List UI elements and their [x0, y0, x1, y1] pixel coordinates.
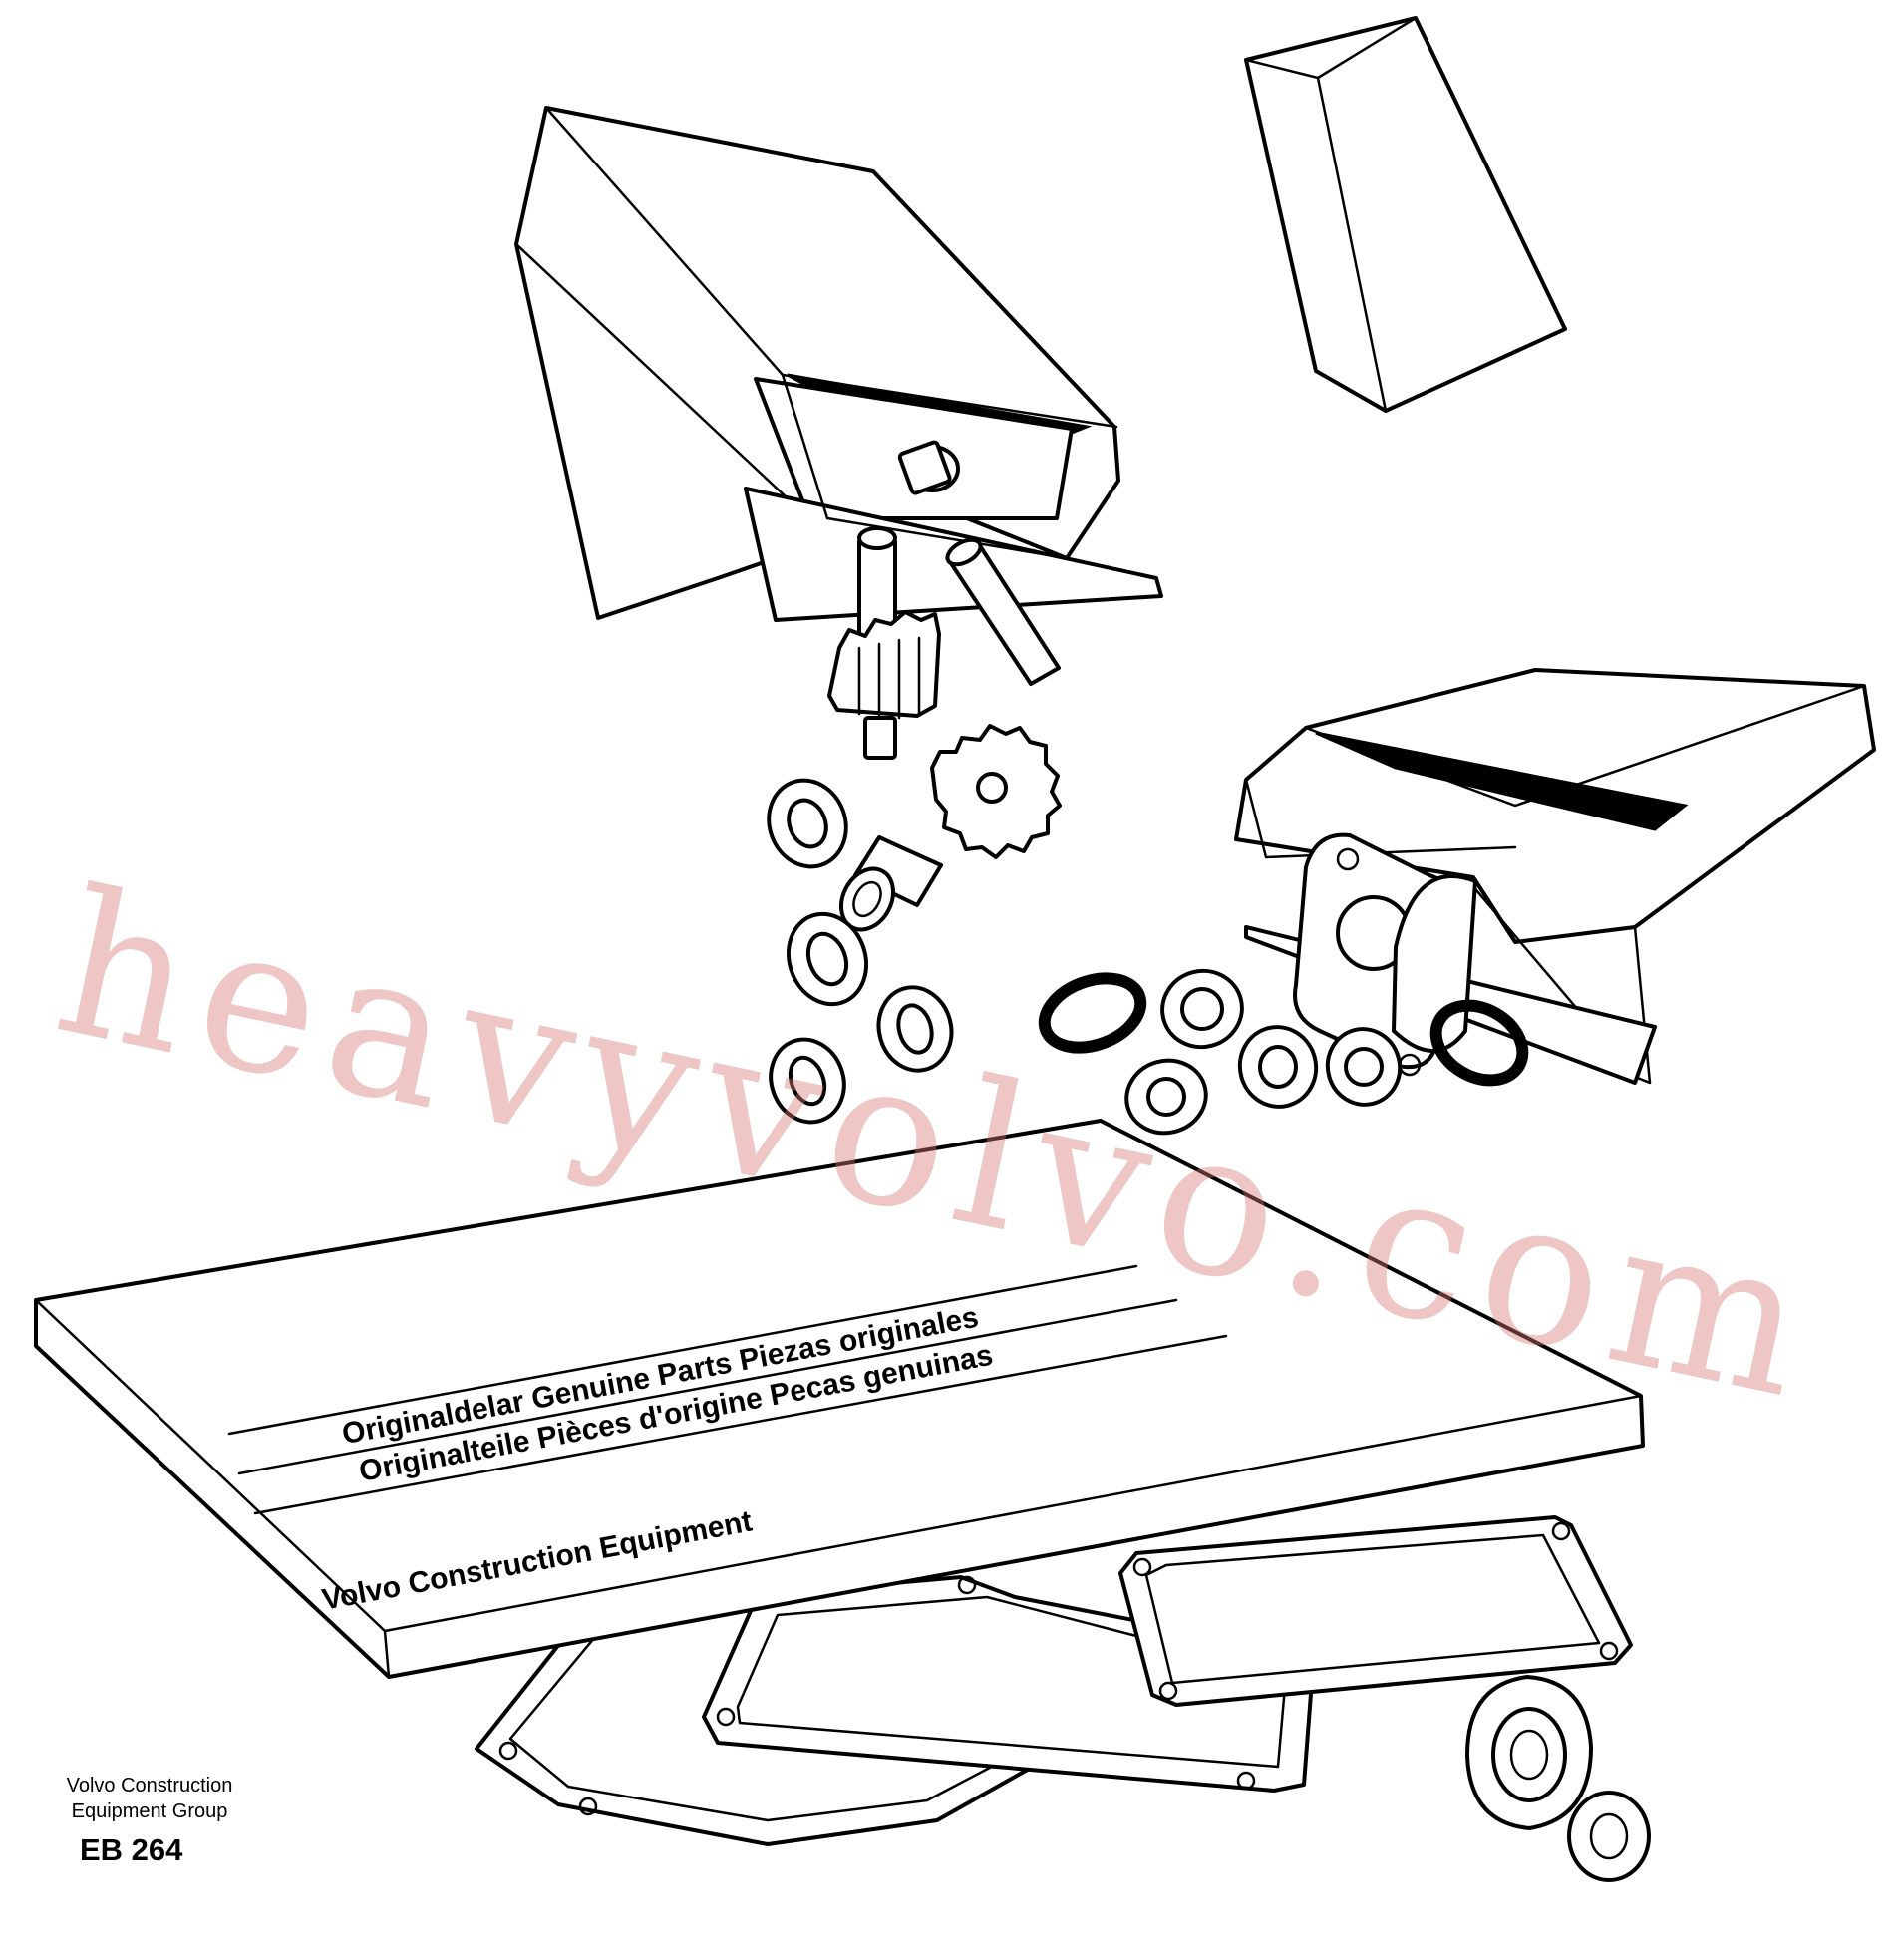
- bearings: [1465, 1675, 1651, 1882]
- seal-rings-right: [1124, 968, 1403, 1136]
- footer-caption: Volvo Construction Equipment Group EB 26…: [40, 1773, 259, 1868]
- company-name-line2: Equipment Group: [71, 1800, 228, 1822]
- gasket-frame-right: [1118, 1515, 1633, 1707]
- genuine-parts-card: Originaldelar Genuine Parts Piezas origi…: [34, 1119, 1645, 1679]
- o-rings: [1038, 972, 1529, 1087]
- figure-code: EB 264: [80, 1832, 183, 1867]
- open-box-top: [514, 106, 1163, 622]
- company-name-line1: Volvo Construction: [66, 1775, 233, 1797]
- gear-shaft: [827, 526, 941, 760]
- bushing: [839, 835, 943, 932]
- gear: [930, 724, 1062, 859]
- pin-rod: [945, 537, 1061, 686]
- closed-box: [1244, 16, 1567, 413]
- seal-rings-left: [767, 778, 954, 1125]
- bushing-small: [897, 440, 960, 495]
